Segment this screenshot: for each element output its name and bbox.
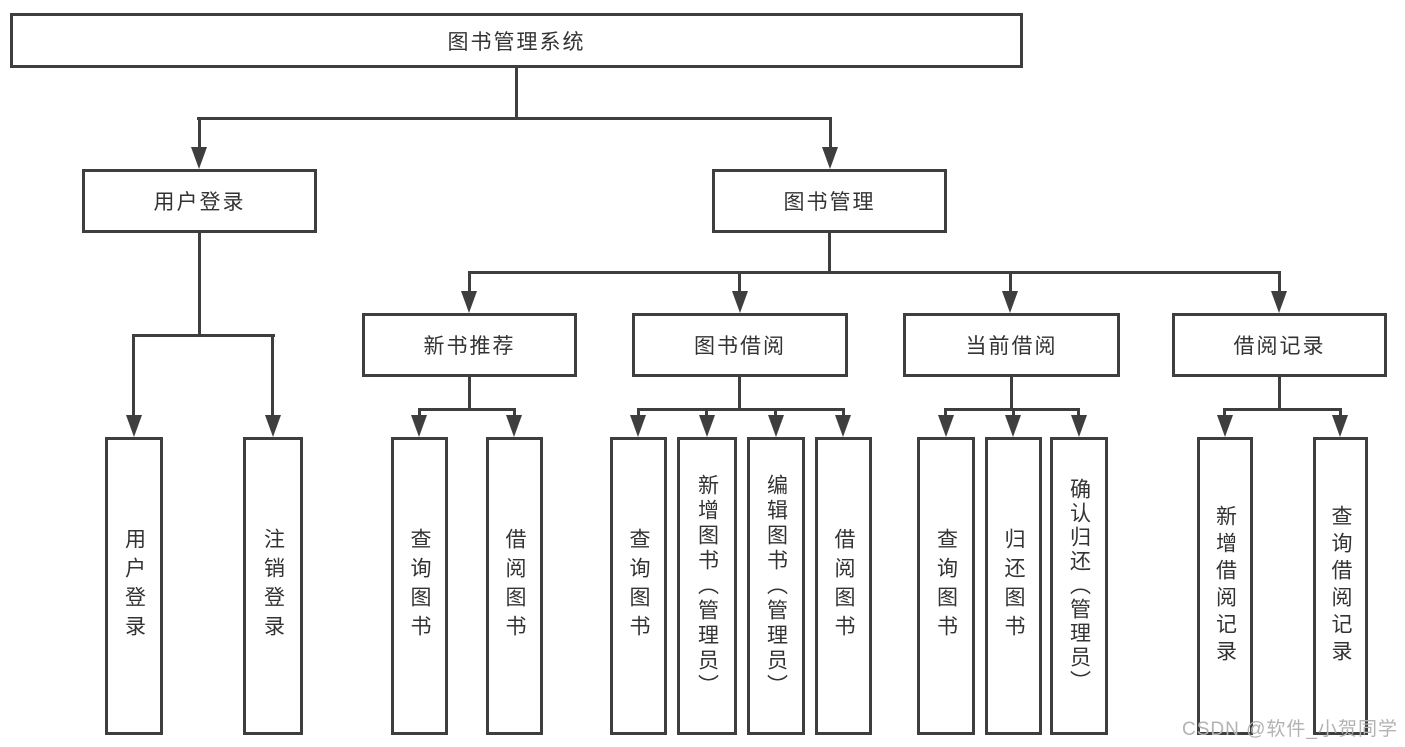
leaf-user-login: 用户登录	[105, 437, 163, 735]
leaf-borrow-edit-books-admin: 编辑图书（管理员）	[747, 437, 805, 735]
leaf-borrow-query-books-label: 查询图书	[627, 528, 650, 644]
node-book-borrow: 图书借阅	[632, 313, 848, 377]
arrow-down-icon	[126, 415, 142, 437]
node-book-management: 图书管理	[712, 169, 947, 233]
arrow-down-icon	[1332, 415, 1348, 437]
arrow-down-icon	[822, 147, 838, 169]
arrow-down-icon	[1005, 415, 1021, 437]
leaf-current-query-books-label: 查询图书	[934, 528, 958, 644]
connector-records-bus	[1223, 408, 1341, 411]
leaf-logout: 注销登录	[243, 437, 303, 735]
leaf-borrow-add-books-admin: 新增图书（管理员）	[677, 437, 737, 735]
connector-stem	[418, 408, 421, 420]
leaf-current-confirm-return-admin-label: 确认归还（管理员）	[1067, 478, 1091, 694]
arrow-down-icon	[835, 415, 851, 437]
connector-bookmgmt-bus	[468, 271, 1281, 274]
leaf-records-query-record: 查询借阅记录	[1313, 437, 1368, 735]
arrow-down-icon	[411, 415, 427, 437]
arrow-down-icon	[191, 147, 207, 169]
connector-root-bus	[197, 117, 832, 120]
node-new-book-recommend-label: 新书推荐	[423, 335, 516, 358]
leaf-borrow-borrow-books: 借阅图书	[815, 437, 872, 735]
connector-stem	[1278, 271, 1281, 295]
node-book-borrow-label: 图书借阅	[694, 335, 786, 358]
leaf-newbooks-borrow-books-label: 借阅图书	[503, 528, 526, 644]
node-book-management-label: 图书管理	[783, 191, 876, 214]
arrow-down-icon	[732, 291, 748, 313]
arrow-down-icon	[938, 415, 954, 437]
node-user-login-label: 用户登录	[153, 191, 246, 214]
connector-bookborrow-trunk	[738, 375, 741, 410]
node-current-borrow: 当前借阅	[903, 313, 1120, 377]
connector-userlogin-bus	[132, 334, 275, 337]
leaf-newbooks-query-books-label: 查询图书	[408, 528, 431, 644]
node-borrow-records-label: 借阅记录	[1233, 335, 1326, 358]
leaf-records-add-record-label: 新增借阅记录	[1213, 505, 1237, 667]
connector-records-trunk	[1278, 375, 1281, 410]
connector-stem	[1012, 408, 1015, 420]
connector-stem	[944, 408, 947, 420]
connector-newbooks-bus	[418, 408, 516, 411]
connector-stem	[271, 334, 274, 418]
connector-stem	[637, 408, 640, 420]
arrow-down-icon	[265, 415, 281, 437]
leaf-user-login-label: 用户登录	[122, 528, 146, 644]
arrow-down-icon	[768, 415, 784, 437]
connector-stem	[468, 271, 471, 295]
leaf-records-add-record: 新增借阅记录	[1197, 437, 1253, 735]
leaf-borrow-query-books: 查询图书	[610, 437, 667, 735]
connector-userlogin-trunk	[198, 231, 201, 336]
arrow-down-icon	[1271, 291, 1287, 313]
leaf-newbooks-borrow-books: 借阅图书	[486, 437, 543, 735]
leaf-newbooks-query-books: 查询图书	[391, 437, 448, 735]
arrow-down-icon	[461, 291, 477, 313]
arrow-down-icon	[506, 415, 522, 437]
node-borrow-records: 借阅记录	[1172, 313, 1387, 377]
leaf-records-query-record-label: 查询借阅记录	[1329, 505, 1352, 667]
leaf-borrow-edit-books-admin-label: 编辑图书（管理员）	[764, 473, 788, 699]
leaf-current-return-books: 归还图书	[985, 437, 1042, 735]
node-library-system: 图书管理系统	[10, 13, 1023, 68]
connector-stem	[1223, 408, 1226, 420]
connector-stem	[842, 408, 845, 420]
connector-stem	[705, 408, 708, 420]
connector-stem	[738, 271, 741, 295]
connector-stem	[513, 408, 516, 420]
connector-currentborrow-trunk	[1010, 375, 1013, 410]
node-library-system-label: 图书管理系统	[447, 30, 586, 54]
leaf-borrow-add-books-admin-label: 新增图书（管理员）	[695, 473, 719, 699]
connector-stem	[774, 408, 777, 420]
node-user-login: 用户登录	[82, 169, 317, 233]
connector-newbooks-trunk	[468, 375, 471, 410]
connector-bookborrow-bus	[637, 408, 845, 411]
arrow-down-icon	[1002, 291, 1018, 313]
connector-stem	[198, 117, 201, 151]
connector-stem	[1339, 408, 1342, 420]
connector-stem	[1009, 271, 1012, 295]
node-current-borrow-label: 当前借阅	[965, 335, 1058, 358]
connector-root-trunk	[515, 66, 518, 119]
leaf-current-confirm-return-admin: 确认归还（管理员）	[1050, 437, 1108, 735]
arrow-down-icon	[699, 415, 715, 437]
connector-stem	[132, 334, 135, 418]
leaf-borrow-borrow-books-label: 借阅图书	[832, 528, 855, 644]
leaf-logout-label: 注销登录	[261, 528, 285, 644]
arrow-down-icon	[630, 415, 646, 437]
arrow-down-icon	[1071, 415, 1087, 437]
node-new-book-recommend: 新书推荐	[362, 313, 577, 377]
arrow-down-icon	[1217, 415, 1233, 437]
leaf-current-query-books: 查询图书	[917, 437, 975, 735]
connector-stem	[829, 117, 832, 151]
connector-stem	[1077, 408, 1080, 420]
connector-bookmgmt-trunk	[828, 231, 831, 273]
leaf-current-return-books-label: 归还图书	[1002, 528, 1025, 644]
